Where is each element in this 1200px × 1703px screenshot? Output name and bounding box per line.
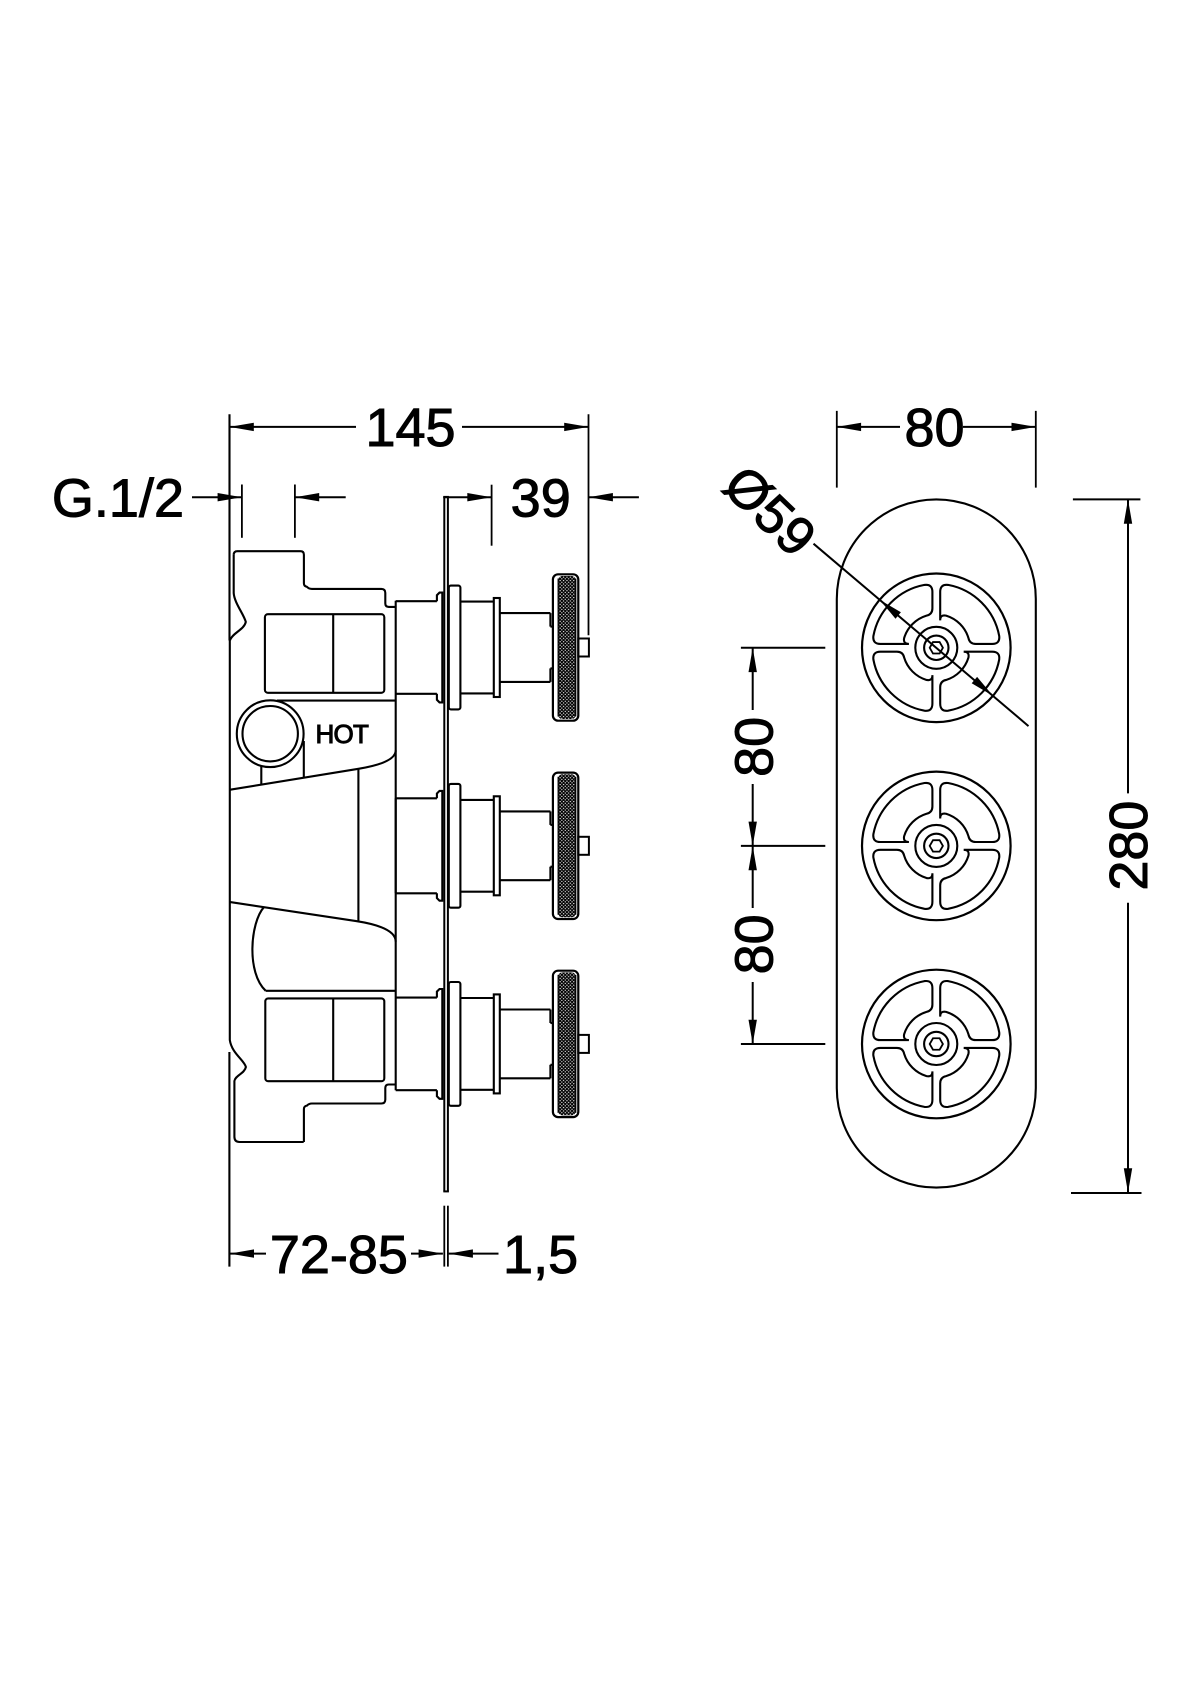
svg-text:280: 280 [1099,801,1159,891]
svg-text:HOT: HOT [316,719,369,749]
svg-text:1,5: 1,5 [503,1225,578,1285]
svg-text:80: 80 [725,717,785,777]
svg-text:145: 145 [365,398,455,458]
svg-text:80: 80 [904,398,964,458]
svg-text:G.1/2: G.1/2 [52,469,184,529]
svg-text:Ø59: Ø59 [712,454,827,568]
svg-text:80: 80 [725,914,785,974]
svg-text:72-85: 72-85 [270,1225,408,1285]
svg-text:39: 39 [511,469,571,529]
